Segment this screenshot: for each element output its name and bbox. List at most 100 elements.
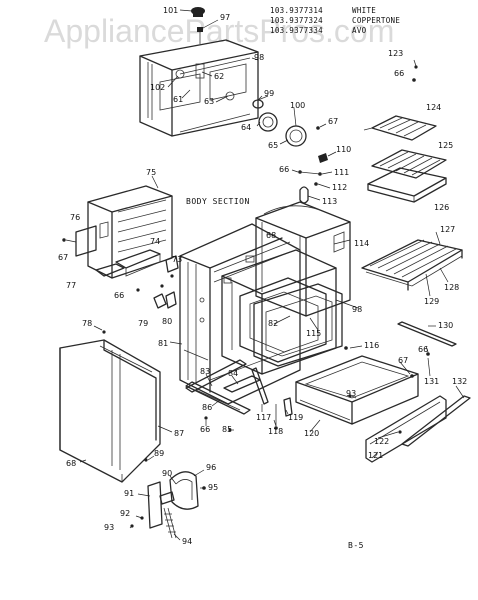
oven-cavity-part: [221, 249, 337, 375]
callout-label: 89: [154, 449, 164, 458]
callout-label: 66: [418, 345, 428, 354]
callout-label: 62: [214, 72, 224, 81]
callout-label: 98: [254, 53, 264, 62]
callout-label: 122: [374, 437, 389, 446]
door-frame-part: [253, 283, 343, 367]
callout-label: 131: [424, 377, 439, 386]
callout-label: 82: [268, 319, 278, 328]
callout-label: 78: [82, 319, 92, 328]
side-panel-part: [59, 339, 161, 483]
callout-label: 102: [150, 83, 165, 92]
callout-label: 123: [388, 49, 403, 58]
callout-label: 74: [150, 237, 160, 246]
callout-label: 61: [173, 95, 183, 104]
callout-label: 73: [172, 255, 182, 264]
model-number: 103.9377324: [270, 16, 323, 25]
callout-label: 97: [220, 13, 230, 22]
main-body-part: [179, 223, 301, 405]
callout-label: 63: [204, 97, 214, 106]
callout-label: 67: [398, 356, 408, 365]
callout-label: 125: [438, 141, 453, 150]
callout-label: 85: [222, 425, 232, 434]
callout-label: 79: [138, 319, 148, 328]
callout-label: 93: [346, 389, 356, 398]
callout-label: 87: [174, 429, 184, 438]
screw-part: [144, 458, 148, 462]
callout-label: 86: [202, 403, 212, 412]
model-color: AVO: [352, 26, 367, 35]
broiler-pan-part: [367, 149, 447, 203]
callout-label: 66: [279, 165, 289, 174]
callout-labels: 101 97 98 102 61 62 63 99 100 64 65 67 1…: [58, 6, 467, 546]
callout-label: 120: [304, 429, 319, 438]
callout-label: 76: [70, 213, 80, 222]
callout-label: 98: [352, 305, 362, 314]
callout-label: 96: [206, 463, 216, 472]
oven-rack-part: [361, 239, 463, 291]
bracket-part: [95, 249, 161, 277]
callout-label: 67: [328, 117, 338, 126]
callout-label: 94: [182, 537, 192, 546]
callout-label: 121: [368, 451, 383, 460]
callout-label: 68: [266, 231, 276, 240]
callout-label: 67: [58, 253, 68, 262]
callout-label: 127: [440, 225, 455, 234]
callout-label: 100: [290, 101, 305, 110]
callout-label: 66: [200, 425, 210, 434]
screw-parts: [412, 59, 418, 82]
valve-part: [197, 27, 203, 44]
callout-label: 119: [288, 413, 303, 422]
watermark-text: AppliancePartsPros.com: [44, 13, 394, 49]
callout-label: 114: [354, 239, 369, 248]
model-list: 103.9377314 WHITE 103.9377324 COPPERTONE…: [270, 6, 400, 35]
model-number: 103.9377334: [270, 26, 323, 35]
rear-panel-part: [87, 185, 173, 279]
oven-liner-part: [255, 201, 351, 317]
callout-label: 110: [336, 145, 351, 154]
screw-part: [228, 428, 232, 432]
callout-label: 95: [208, 483, 218, 492]
callout-label: 83: [200, 367, 210, 376]
callout-label: 93: [104, 523, 114, 532]
callout-label: 66: [394, 69, 404, 78]
page-reference: B-5: [348, 541, 364, 550]
callout-label: 132: [452, 377, 467, 386]
broil-element-part: [363, 115, 437, 141]
callout-label: 117: [256, 413, 271, 422]
callout-label: 129: [424, 297, 439, 306]
callout-label: 92: [120, 509, 130, 518]
callout-label: 130: [438, 321, 453, 330]
section-title: BODY SECTION: [186, 197, 250, 206]
callout-label: 65: [268, 141, 278, 150]
leader-lines: [79, 9, 465, 541]
callout-label: 113: [322, 197, 337, 206]
callout-label: 90: [162, 469, 172, 478]
callout-label: 116: [364, 341, 379, 350]
callout-label: 124: [426, 103, 441, 112]
screw-part: [344, 346, 348, 350]
callout-label: 111: [334, 168, 349, 177]
callout-label: 66: [114, 291, 124, 300]
callout-label: 118: [268, 427, 283, 436]
callout-label: 84: [228, 369, 238, 378]
screw-part: [204, 416, 208, 420]
model-color: COPPERTONE: [352, 16, 400, 25]
storage-drawer-part: [295, 355, 419, 425]
callout-label: 128: [444, 283, 459, 292]
igniter-parts: [298, 153, 328, 204]
callout-label: 77: [66, 281, 76, 290]
callout-label: 112: [332, 183, 347, 192]
callout-label: 68: [66, 459, 76, 468]
callout-label: 91: [124, 489, 134, 498]
screw-part: [426, 352, 430, 356]
screw-part: [102, 330, 106, 334]
model-number: 103.9377314: [270, 6, 323, 15]
support-leg-parts: [251, 367, 293, 430]
callout-label: 101: [163, 6, 178, 15]
callout-label: 99: [264, 89, 274, 98]
callout-label: 115: [306, 329, 321, 338]
callout-label: 126: [434, 203, 449, 212]
screw-part: [410, 374, 414, 378]
